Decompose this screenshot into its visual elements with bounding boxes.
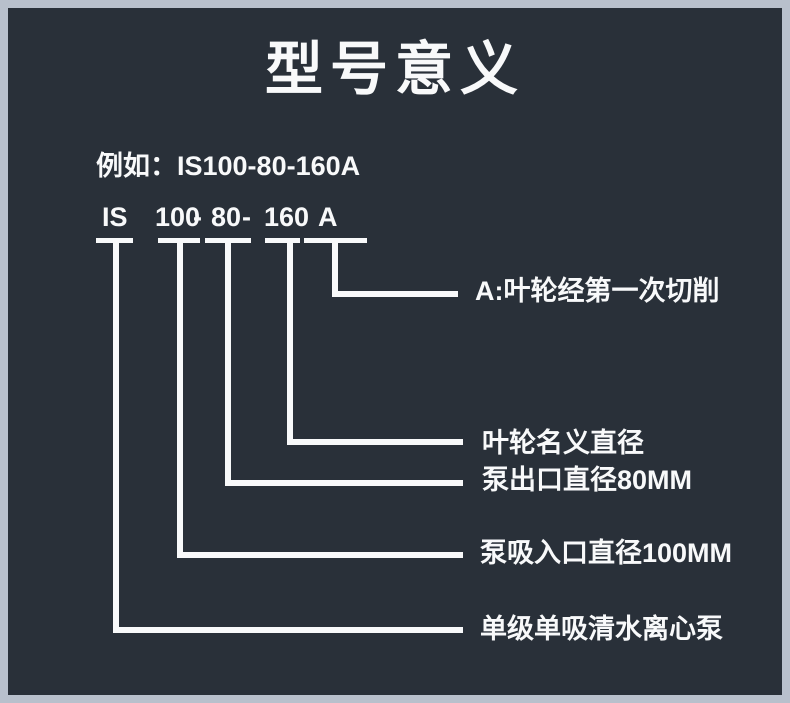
model-hyphen-1: - — [193, 202, 202, 232]
model-part-outlet: 80 — [211, 202, 242, 232]
callout-outlet-label: 泵出口直径80MM — [482, 465, 693, 495]
leader-horizontal-variant — [332, 291, 458, 297]
underline-impeller — [265, 238, 300, 243]
example-model-text: 例如：IS100-80-160A — [96, 151, 361, 181]
leader-horizontal-outlet — [225, 480, 463, 486]
callout-series-label: 单级单吸清水离心泵 — [480, 614, 723, 644]
model-hyphen-2: - — [242, 202, 251, 232]
model-part-inlet: 100 — [155, 202, 201, 232]
leader-vertical-impeller — [287, 240, 293, 445]
leader-vertical-outlet — [225, 240, 231, 486]
leader-horizontal-series — [113, 627, 463, 633]
leader-horizontal-inlet — [177, 552, 463, 558]
leader-horizontal-impeller — [287, 439, 463, 445]
callout-impeller-label: 叶轮名义直径 — [482, 428, 644, 458]
model-part-series: IS — [102, 202, 128, 232]
callout-variant-label: A:叶轮经第一次切削 — [475, 276, 720, 306]
leader-vertical-variant — [332, 240, 338, 297]
model-part-impeller: 160 — [264, 202, 310, 232]
leader-vertical-inlet — [177, 240, 183, 558]
model-part-variant: A — [318, 202, 338, 232]
leader-vertical-series — [113, 240, 119, 633]
callout-inlet-label: 泵吸入口直径100MM — [480, 538, 733, 568]
page-title: 型号意义 — [264, 37, 525, 102]
